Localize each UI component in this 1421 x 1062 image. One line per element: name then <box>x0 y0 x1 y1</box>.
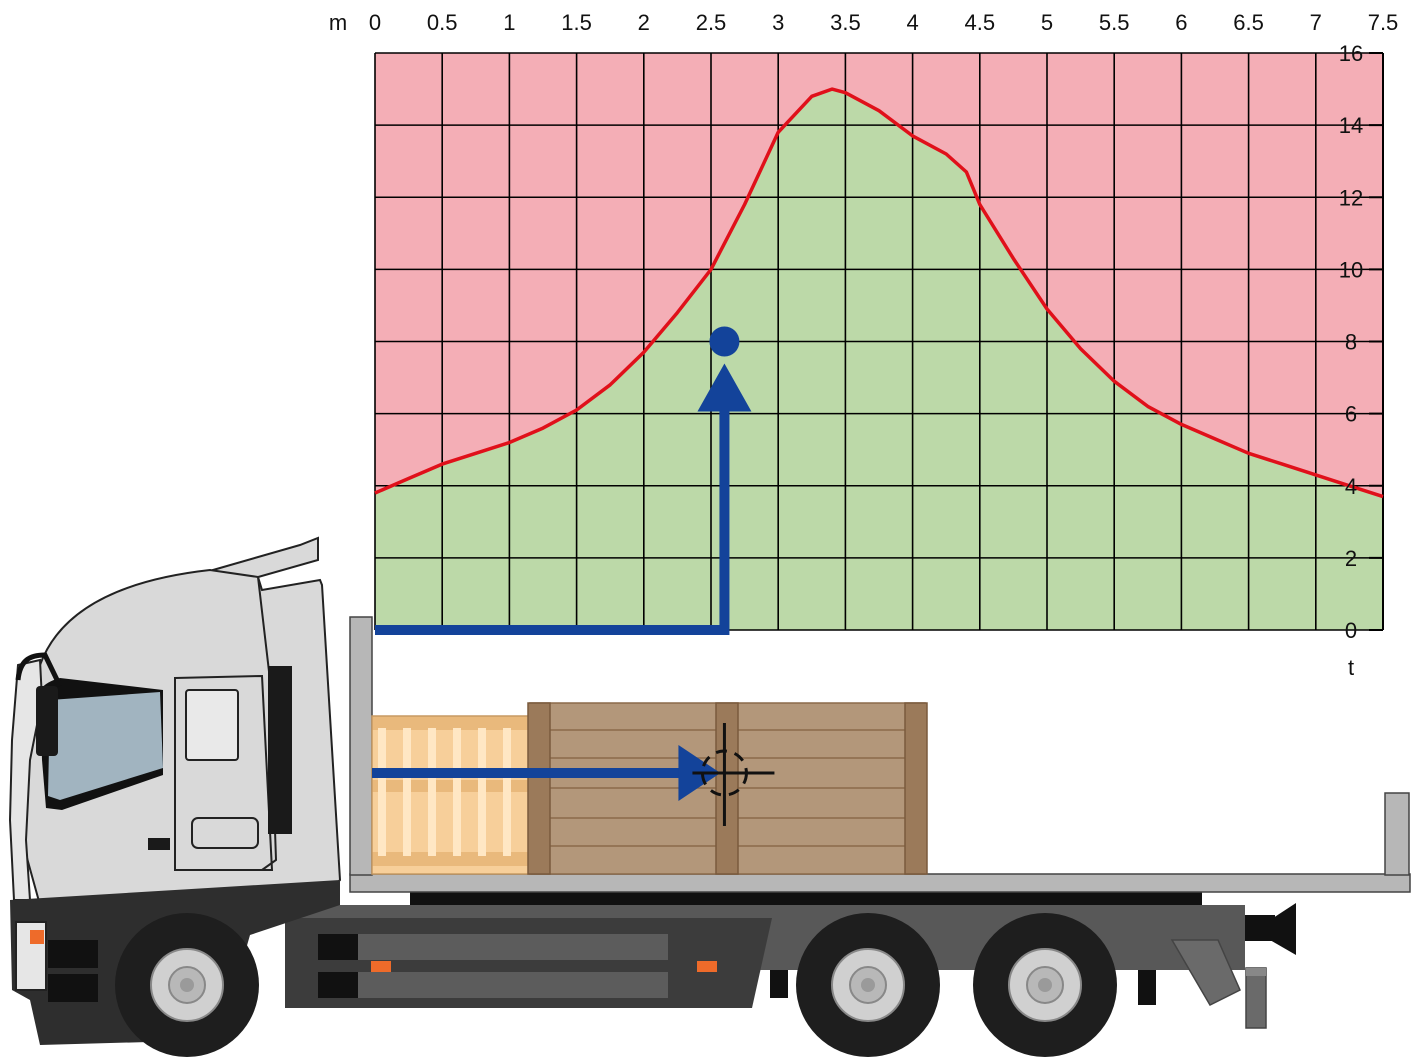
y-tick-label: 0 <box>1345 618 1357 643</box>
mirror-arm <box>15 652 63 688</box>
axle-hanger-2 <box>1138 970 1156 1005</box>
flatbed-platform <box>349 873 1411 893</box>
load-limit-curve <box>374 87 1384 499</box>
truck-frame <box>410 890 1202 908</box>
step-panel <box>191 817 259 849</box>
truck-cab <box>8 536 342 1045</box>
chart-guide-arrow <box>375 403 730 635</box>
side-marker-light-rear <box>697 961 717 972</box>
x-tick-label: 2.5 <box>696 10 727 35</box>
chart-grid <box>374 52 1384 631</box>
wooden-crate <box>527 702 928 875</box>
rear-light-housing <box>1270 903 1296 955</box>
x-tick-label: 2 <box>638 10 650 35</box>
crate-post-middle <box>715 702 739 875</box>
cab-pillar <box>268 666 292 834</box>
x-tick-label: 4.5 <box>965 10 996 35</box>
side-mirror <box>36 686 58 756</box>
truck-illustration <box>8 536 1411 1057</box>
x-tick-label: 3.5 <box>830 10 861 35</box>
y-tick-label: 6 <box>1345 402 1357 427</box>
lower-grille <box>48 974 98 1002</box>
tank-band-upper <box>318 934 668 960</box>
tank-cap-upper <box>318 934 358 960</box>
side-window <box>48 692 163 800</box>
x-tick-label: 0 <box>369 10 381 35</box>
x-tick-label: 0.5 <box>427 10 458 35</box>
rear-wheel-front-axle <box>796 913 940 1057</box>
x-axis-tick-labels: 0 0.5 1 1.5 2 2.5 3 3.5 4 4.5 5 5.5 6 6.5 7 7.5 <box>369 10 1398 35</box>
x-tick-label: 5 <box>1041 10 1053 35</box>
rear-wheel-rear-axle <box>973 913 1117 1057</box>
x-tick-label: 7.5 <box>1368 10 1399 35</box>
x-tick-label: 5.5 <box>1099 10 1130 35</box>
x-tick-label: 4 <box>906 10 918 35</box>
chart-guide-arrowhead <box>697 363 752 412</box>
crosshair-target-icon <box>692 723 775 826</box>
pallet-stack <box>371 715 531 875</box>
y-tick-label: 2 <box>1345 546 1357 571</box>
rear-mudflap-bracket <box>1170 939 1241 1006</box>
x-tick-label: 6.5 <box>1233 10 1264 35</box>
door-window <box>185 689 239 761</box>
x-tick-label: 1.5 <box>561 10 592 35</box>
rear-corner-light <box>1246 968 1266 976</box>
x-axis-unit-label: m <box>329 10 347 35</box>
x-tick-label: 7 <box>1310 10 1322 35</box>
door-handle <box>148 838 170 850</box>
y-tick-label: 12 <box>1339 185 1363 210</box>
door-outline <box>174 674 274 871</box>
side-marker-light-front <box>371 961 391 972</box>
tank-cap-lower <box>318 972 358 998</box>
front-wheel <box>115 913 259 1057</box>
y-tick-label: 16 <box>1339 41 1363 66</box>
rear-mudguard-flap <box>1245 967 1267 1029</box>
y-axis-unit-label: t <box>1348 655 1354 680</box>
max-load-marker <box>709 326 740 357</box>
tailboard-post <box>1384 792 1410 876</box>
front-indicator-light <box>30 930 44 944</box>
y-tick-label: 14 <box>1339 113 1363 138</box>
y-axis-tick-labels: 0 2 4 6 8 10 12 14 16 <box>1339 41 1363 643</box>
x-tick-label: 1 <box>503 10 515 35</box>
y-axis-ticks <box>1369 52 1383 631</box>
axle-hanger-1 <box>770 970 788 998</box>
y-tick-label: 8 <box>1345 330 1357 355</box>
crate-post-right <box>904 702 928 875</box>
load-distribution-chart: 0 0.5 1 1.5 2 2.5 3 3.5 4 4.5 5 5.5 6 6.5 7 7.5 0 2 4 6 8 10… <box>329 10 1398 680</box>
y-tick-label: 10 <box>1339 257 1363 282</box>
y-tick-label: 4 <box>1345 474 1357 499</box>
tank-band-lower <box>318 972 668 998</box>
crate-post-left <box>527 702 551 875</box>
fog-light <box>48 940 98 968</box>
x-tick-label: 6 <box>1175 10 1187 35</box>
permitted-zone <box>375 89 1383 631</box>
headboard-post <box>349 616 373 876</box>
x-tick-label: 3 <box>772 10 784 35</box>
cab-front <box>8 658 44 901</box>
